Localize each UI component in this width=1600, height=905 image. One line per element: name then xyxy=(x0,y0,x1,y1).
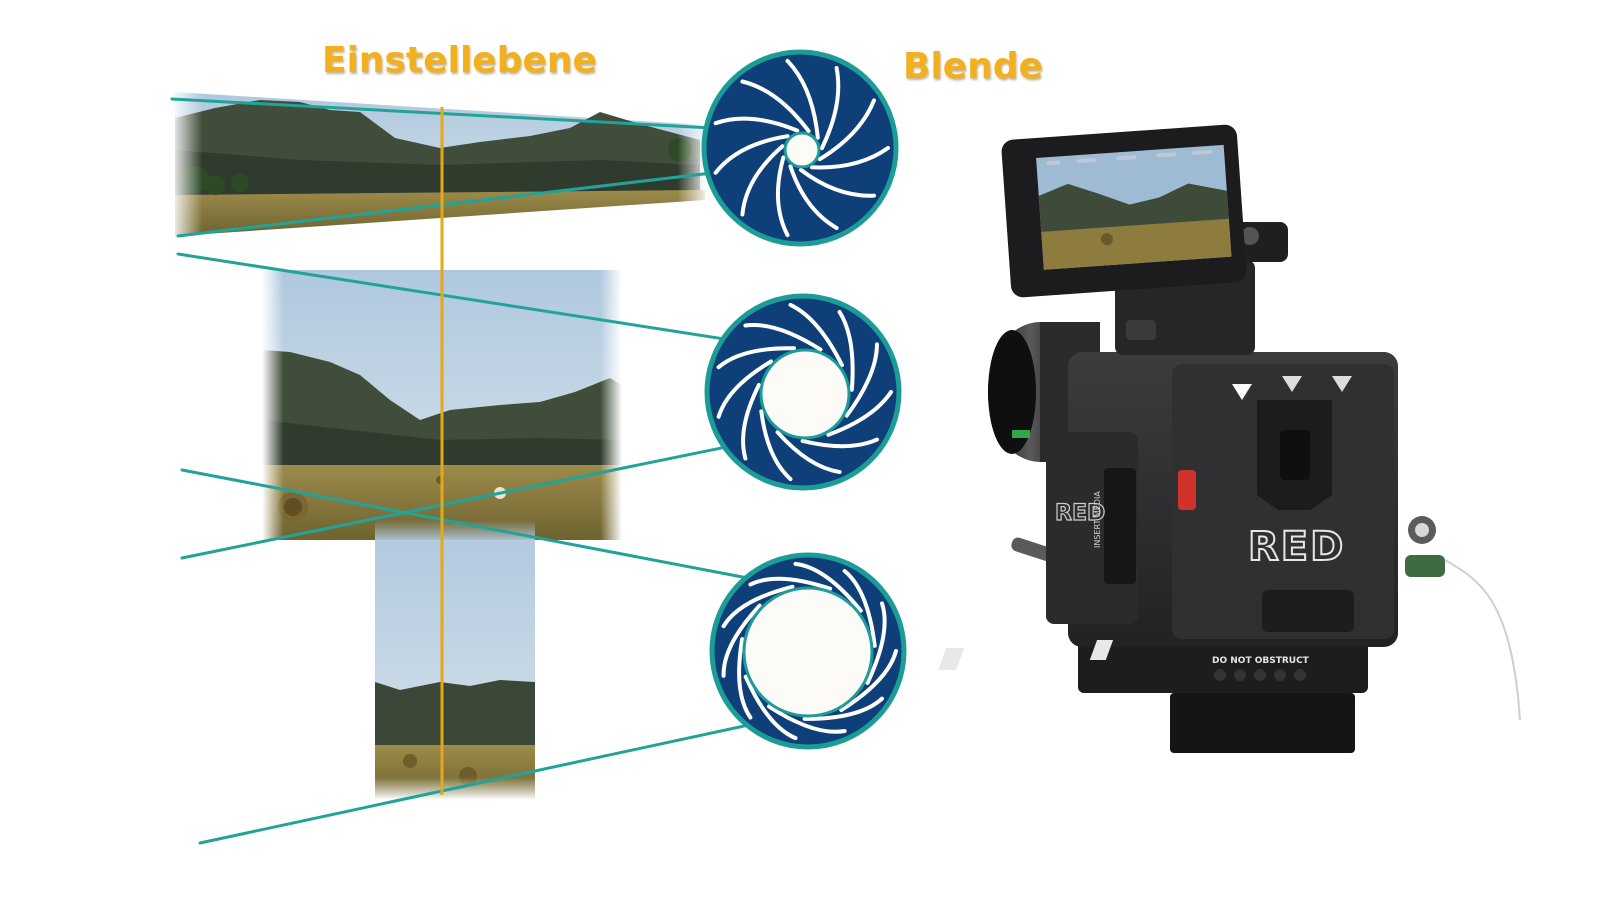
iris-blade xyxy=(799,168,876,198)
iris-blade xyxy=(817,98,876,162)
iris-blade xyxy=(759,409,793,482)
landscape-photo-large-aperture xyxy=(375,520,535,800)
iris-blade xyxy=(716,359,774,419)
iris-blade xyxy=(743,323,823,352)
iris-blade xyxy=(767,704,847,734)
iris-blade xyxy=(721,584,795,629)
iris-blade xyxy=(743,674,798,741)
iris-blade xyxy=(819,66,841,151)
iris-blade xyxy=(775,155,790,238)
iris-blade xyxy=(713,134,790,175)
aperture-iris-large xyxy=(709,552,907,750)
aperture-label: Blende xyxy=(903,46,1044,87)
camera-warning-label: DO NOT OBSTRUCT xyxy=(1212,656,1310,666)
iris-blade xyxy=(740,144,785,217)
ray-bot-lower xyxy=(198,712,802,845)
camera-brand-logo: RED xyxy=(1248,524,1345,570)
iris-blade xyxy=(721,603,762,678)
aperture-iris-medium xyxy=(704,293,902,491)
iris-blade xyxy=(800,437,879,449)
iris-blade xyxy=(788,164,839,230)
landscape-photo-small-aperture xyxy=(175,92,705,236)
camera-slot-label: INSERT MEDIA xyxy=(1093,491,1102,548)
aperture-iris-group xyxy=(701,49,907,750)
camera-monitor xyxy=(1001,124,1247,298)
iris-blade xyxy=(748,576,833,591)
iris-blade xyxy=(842,569,877,648)
iris-opening xyxy=(783,131,821,169)
light-ray-lines xyxy=(170,97,807,845)
ray-top-upper xyxy=(170,97,807,135)
ray-bot-upper xyxy=(180,468,802,590)
iris-blade xyxy=(713,116,800,133)
iris-blade xyxy=(716,346,796,370)
cinema-camera-icon: RED RED INSERT MEDIA DO NOT OBSTRUCT xyxy=(938,124,1521,753)
iris-blade xyxy=(826,390,893,437)
ray-top-lower xyxy=(176,160,807,238)
iris-blade xyxy=(741,383,761,461)
camera-side-logo: RED xyxy=(1055,501,1105,526)
ray-mid-lower xyxy=(180,431,797,560)
iris-blade xyxy=(775,430,842,474)
ray-mid-upper xyxy=(176,252,797,352)
iris-opening xyxy=(742,586,874,718)
iris-blade xyxy=(839,649,898,713)
iris-blade xyxy=(793,561,863,613)
iris-blade xyxy=(844,342,879,418)
focus-plane-label: Einstellebene xyxy=(322,40,597,81)
iris-blade xyxy=(837,310,855,392)
iris-blade xyxy=(737,637,753,720)
iris-blade xyxy=(785,58,820,140)
iris-blade xyxy=(802,696,884,721)
aperture-iris-small xyxy=(701,49,899,247)
iris-blade xyxy=(740,79,811,134)
iris-blade xyxy=(810,146,890,170)
iris-blade xyxy=(865,601,887,685)
iris-blade xyxy=(788,302,844,368)
iris-opening xyxy=(759,348,851,440)
